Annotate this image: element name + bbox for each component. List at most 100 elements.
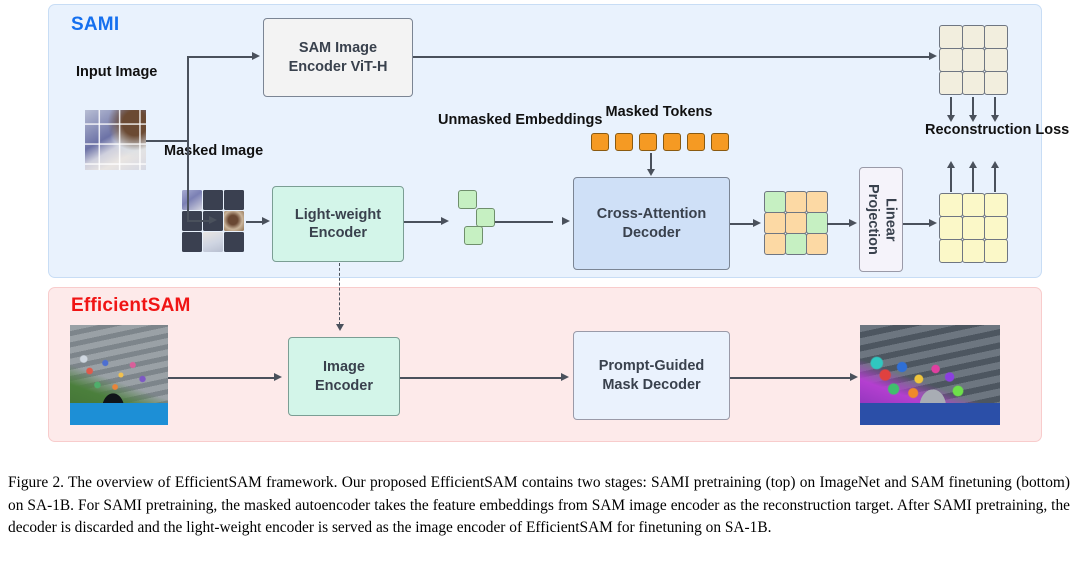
connector-decoder-to-decoded-grid [730,223,755,225]
loss-arrowhead-down [946,115,955,122]
connector-to-sam-encoder [187,56,255,58]
connector-photo-to-image-encoder [168,377,276,379]
connector-linear-projection-to-recon-grid [903,223,931,225]
loss-arrow-up-line [950,168,952,192]
connector-weight-transfer-dashed [339,263,340,325]
lightweight-encoder-node[interactable]: Light-weight Encoder [272,186,404,262]
masked-token [591,133,609,151]
connector-input-split-vertical [187,56,189,221]
cross-attention-decoder-line1: Cross-Attention [596,206,707,223]
reconstruction-loss-line1: Reconstruction [925,122,1032,138]
arrowhead-to-mask-decoder [561,372,569,381]
patch-grid-overlay [85,110,146,170]
sam-image-encoder-node[interactable]: SAM Image Encoder ViT-H [263,18,413,97]
decoded-grid-cell [805,232,828,255]
masked-image-patch [224,190,244,210]
arrowhead-to-embeddings [441,216,449,225]
mask-decoder-line2: Mask Decoder [602,376,701,393]
lightweight-encoder-line1: Light-weight [294,206,382,223]
loss-arrow-up-line [972,168,974,192]
arrowhead-to-masked-image [209,215,217,224]
input-image-label-line1: Input [76,64,112,80]
reconstruction-loss-label: Reconstruction Loss [925,122,1069,140]
connector-embeddings-to-decoder [495,221,553,223]
masked-image-patch [182,232,202,252]
loss-arrow-down-line [950,97,952,116]
efficientsam-output-photo [860,325,1000,425]
reconstruction-grid-cell [939,193,963,218]
image-encoder-node[interactable]: Image Encoder [288,337,400,416]
efficientsam-input-photo [70,325,168,425]
connector-decoded-grid-to-linear-projection [827,223,851,225]
mask-decoder-line1: Prompt-Guided [598,358,705,375]
arrowhead-weight-transfer [335,324,344,331]
lightweight-encoder-line2: Encoder [308,225,367,241]
unmasked-embeddings-label: Unmasked Embeddings [438,112,602,130]
masked-token [615,133,633,151]
cross-attention-decoder-node[interactable]: Cross-Attention Decoder [573,177,730,270]
decoded-grid-cell [785,232,807,255]
masked-token [663,133,681,151]
decoded-grid-cell [805,212,828,234]
reconstruction-grid-cell [984,238,1008,263]
reconstruction-grid [939,193,1008,263]
masked-image-label-line2: Image [221,143,264,159]
masked-token [711,133,729,151]
loss-arrow-down-line [972,97,974,116]
decoded-token-grid [764,191,828,255]
sam-image-encoder-line2: Encoder ViT-H [288,58,388,75]
loss-arrow-down-line [994,97,996,116]
efficientsam-panel-title: EfficientSAM [71,295,191,316]
masked-tokens-label-line1: Masked Tokens [605,104,713,120]
linear-projection-line1: Linear [882,197,899,242]
masked-image-patch [224,211,244,231]
connector-masked-tokens-to-decoder [650,153,652,170]
target-grid-cell [939,25,963,50]
connector-sam-encoder-to-target-grid [413,56,931,58]
image-encoder-line2: Encoder [314,377,373,394]
masked-token [687,133,705,151]
figure-caption: Figure 2. The overview of EfficientSAM f… [8,474,1070,537]
target-grid-cell [984,48,1008,72]
loss-arrow-up-line [994,168,996,192]
connector-to-masked-image [187,220,211,222]
connector-input-split-stem [146,140,188,142]
loss-arrowhead-up [990,161,999,168]
loss-arrowhead-up [968,161,977,168]
arrowhead-to-image-encoder [274,372,282,381]
target-grid-cell [961,25,986,50]
reconstruction-grid-cell [939,238,963,263]
input-image-label: Input Image [76,64,157,82]
cross-attention-decoder-line2: Decoder [622,224,681,241]
reconstruction-loss-line2: Loss [1035,122,1070,138]
masked-token [639,133,657,151]
unmasked-embedding-token [458,190,477,209]
arrowhead-to-output-photo [850,372,858,381]
masked-image-patch [203,190,223,210]
input-image-label-line2: Image [115,64,158,80]
target-grid-cell [984,25,1008,50]
connector-image-encoder-to-mask-decoder [400,377,563,379]
decoded-grid-cell [764,232,787,255]
decoded-grid-cell [764,212,787,234]
masked-image-patch [224,232,244,252]
arrowhead-to-cross-attention-decoder [562,216,570,225]
arrowhead-to-sam-encoder [252,51,260,60]
decoded-grid-cell [785,191,807,214]
target-grid-cell [984,70,1008,95]
unmasked-embeddings-label-line2: Embeddings [515,112,603,128]
loss-arrowhead-down [968,115,977,122]
arrowhead-masked-tokens-to-decoder [646,169,655,176]
loss-arrowhead-down [990,115,999,122]
unmasked-embedding-token [464,226,483,245]
arrowhead-to-recon-grid [929,218,937,227]
connector-mask-decoder-to-output [730,377,852,379]
decoded-grid-cell [785,212,807,234]
reconstruction-grid-cell [961,238,986,263]
masked-image-label: Masked Image [164,143,263,161]
connector-masked-to-lw-encoder [246,221,266,223]
unmasked-embeddings-label-line1: Unmasked [438,112,512,128]
prompt-guided-mask-decoder-node[interactable]: Prompt-Guided Mask Decoder [573,331,730,420]
